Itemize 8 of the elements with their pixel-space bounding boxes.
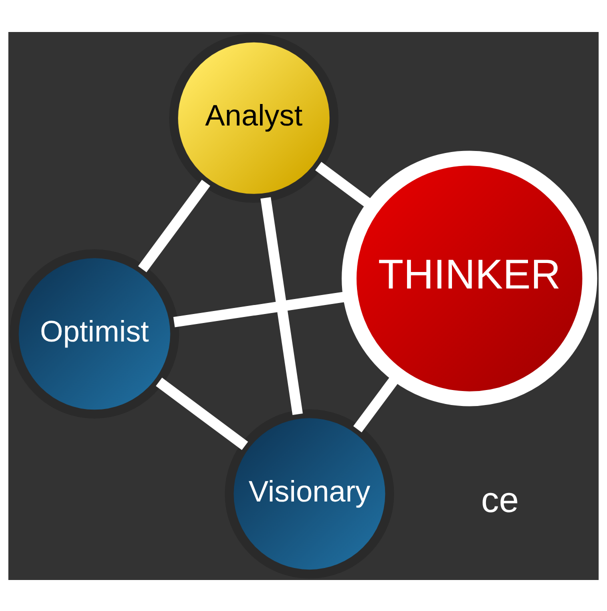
- connector: [156, 377, 248, 450]
- connector: [260, 196, 303, 415]
- node-circle: Visionary: [224, 408, 394, 578]
- node-circle: Optimist: [10, 248, 180, 418]
- label: ce: [481, 479, 519, 520]
- connector: [138, 179, 210, 272]
- node-circle: Analyst: [169, 32, 338, 202]
- node-circle: THINKER: [342, 150, 598, 406]
